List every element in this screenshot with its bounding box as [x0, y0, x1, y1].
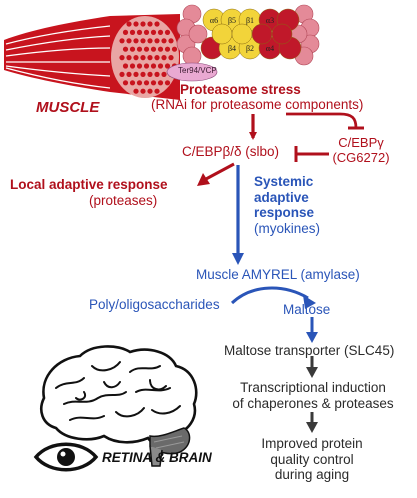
cebp-gamma-line2: (CG6272): [332, 149, 390, 165]
proteasome-icon: α6 β5 β1 α3 β4 β2 α4: [176, 4, 320, 66]
subunit-label: β2: [246, 44, 254, 53]
arrow-induction-head: [306, 422, 318, 433]
proteasome-stress-title: Proteasome stress: [180, 82, 301, 97]
transporter-label: Maltose transporter (SLC45): [224, 343, 395, 358]
induction-line2: of chaperones & proteases: [232, 395, 394, 411]
arrow-local-shaft: [205, 162, 235, 181]
induction-line1: Transcriptional induction: [240, 380, 386, 395]
maltose-label: Maltose: [283, 302, 331, 317]
induction-label: Transcriptional induction of chaperones …: [228, 380, 398, 411]
subunit-label: β4: [228, 44, 236, 53]
systemic-response-label: Systemic adaptive response (myokines): [254, 174, 320, 236]
local-response-title: Local adaptive response: [10, 177, 168, 192]
ter94-oval: [166, 62, 218, 82]
improved-label: Improved protein quality control during …: [252, 436, 372, 483]
ter94-label: Ter94/VCP: [178, 66, 217, 75]
systemic-line3: response: [254, 205, 315, 221]
subunit-label: β1: [246, 16, 254, 25]
cebp-gamma-line1: C/EBPγ: [338, 135, 384, 150]
poly-label: Poly/oligosaccharides: [89, 297, 220, 312]
muscle-label: MUSCLE: [36, 99, 100, 116]
local-response-subtitle: (proteases): [89, 193, 158, 208]
subunit-label: β5: [228, 16, 236, 25]
systemic-line1: Systemic: [254, 174, 314, 189]
improved-line3: during aging: [274, 467, 350, 483]
arrow-maltose-head: [306, 332, 318, 343]
systemic-line2: adaptive: [254, 189, 309, 205]
arrow-local-head: [197, 173, 210, 186]
cebp-gamma-label: C/EBPγ (CG6272): [328, 135, 394, 166]
improved-line2: quality control: [270, 451, 354, 467]
inhibit-stress-to-cebpg: [286, 112, 358, 129]
subunit-label: α6: [210, 16, 218, 25]
proteasome-stress-subtitle: (RNAi for proteasome components): [151, 97, 364, 112]
muscle-fiber-icon: [4, 14, 180, 100]
arrow-transporter-head: [306, 367, 318, 378]
arrow-poly-maltose-head: [303, 295, 316, 309]
cebp-beta-delta-label: C/EBPβ/δ (slbo): [182, 144, 280, 159]
eye-icon: [33, 442, 99, 472]
subunit-label: α4: [266, 44, 274, 53]
retina-brain-label: RETINA & BRAIN: [102, 450, 212, 465]
brain-icon: [40, 345, 198, 467]
arrow-poly-maltose: [230, 286, 309, 305]
subunit-label: α3: [266, 16, 274, 25]
improved-line1: Improved protein: [261, 436, 363, 451]
arrow-systemic-head: [232, 253, 244, 265]
systemic-subtitle: (myokines): [254, 220, 321, 236]
amyrel-label: Muscle AMYREL (amylase): [196, 267, 360, 282]
